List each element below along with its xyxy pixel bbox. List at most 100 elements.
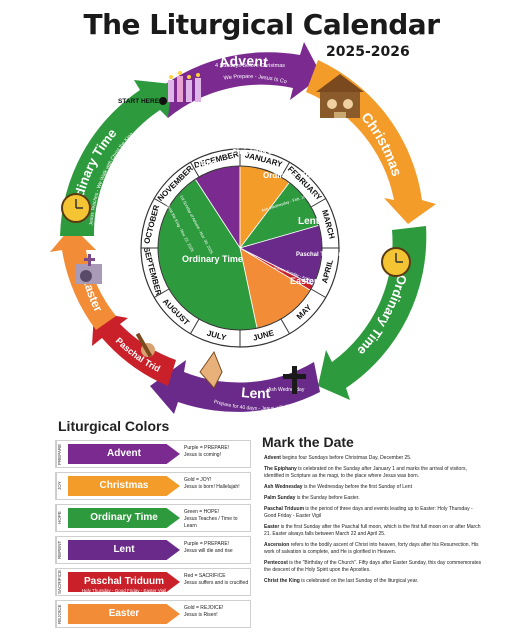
legend-color-note: Jesus is born! Hallelujah! bbox=[184, 484, 240, 490]
legend-color-note: Jesus suffers and is crucified bbox=[184, 580, 249, 586]
legend-side-word: REPENT bbox=[56, 537, 68, 563]
date-entry-term: Easter bbox=[264, 524, 280, 530]
date-entry: The Epiphany is celebrated on the Sunday… bbox=[264, 466, 484, 480]
month-divider bbox=[280, 162, 290, 178]
slice-label-christmas: Christmas & Epiphany bbox=[232, 149, 307, 156]
date-entry: Ascension refers to the bodily ascent of… bbox=[264, 542, 484, 556]
legend-season-name: Christmas bbox=[99, 480, 149, 491]
month-divider bbox=[310, 288, 326, 298]
legend-season-name: Paschal Triduum bbox=[83, 576, 165, 587]
legend-season-name: Easter bbox=[108, 608, 140, 619]
cross-icon bbox=[283, 366, 306, 394]
legend-row-ordinary-time: HOPE Ordinary Time Green = HOPE!Jesus Teac… bbox=[55, 504, 251, 532]
date-entry-text: is the "Birthday of the Church". Fifty d… bbox=[264, 560, 482, 573]
slice-label-advent: Advent bbox=[198, 159, 225, 168]
month-divider bbox=[154, 288, 170, 298]
legend-color-band: Christmas bbox=[68, 476, 180, 496]
mark-the-date-title: Mark the Date bbox=[262, 434, 354, 450]
date-entry: Ash Wednesday is the Wednesday before th… bbox=[264, 484, 484, 491]
date-entry-term: Advent bbox=[264, 455, 281, 461]
date-entry-text: is the period of three days and events l… bbox=[264, 506, 473, 519]
date-entry: Christ the King is celebrated on the las… bbox=[264, 578, 484, 585]
legend-season-name: Ordinary Time bbox=[90, 512, 158, 523]
legend-side-word: PREPARE bbox=[56, 441, 68, 467]
date-entry-text: is celebrated on the last Sunday of the … bbox=[301, 578, 419, 584]
date-entry-text: is the first Sunday after the Paschal fu… bbox=[264, 524, 481, 537]
start-here-label: START HERE bbox=[118, 98, 160, 105]
date-entry-text: is the Sunday before Easter. bbox=[296, 495, 360, 501]
month-divider bbox=[310, 198, 326, 208]
legend-row-easter: REJOICE Easter Gold = REJOICE!Jesus is Ris… bbox=[55, 600, 251, 628]
legend-color-meaning: Gold = REJOICE! bbox=[184, 605, 224, 611]
legend-color-meaning: Gold = JOY! bbox=[184, 477, 212, 483]
legend-side-word: REJOICE bbox=[56, 601, 68, 627]
svg-text:Lent: Lent bbox=[241, 384, 271, 401]
date-entry-term: Paschal Triduum bbox=[264, 506, 305, 512]
clock-icon bbox=[61, 193, 91, 223]
date-entry: Palm Sunday is the Sunday before Easter. bbox=[264, 495, 484, 502]
ring-label-lent: Lent bbox=[241, 384, 271, 401]
date-entry-text: refers to the bodily ascent of Christ in… bbox=[264, 542, 479, 555]
legend-color-band: Advent bbox=[68, 444, 180, 464]
legend-description: Purple = PREPARE!Jesus is coming! bbox=[184, 445, 250, 459]
legend-row-christmas: JOY Christmas Gold = JOY!Jesus is born! Ha… bbox=[55, 472, 251, 500]
liturgical-wheel: Advent We Prepare - Jesus Is Coming! 4 S… bbox=[50, 42, 436, 414]
ring-top-advent: 4 Sundays Before Christmas bbox=[215, 63, 285, 69]
legend-color-note: Jesus is Risen! bbox=[184, 612, 218, 618]
legend-color-note: Jesus is coming! bbox=[184, 452, 221, 458]
legend-side-word: JOY bbox=[56, 473, 68, 499]
date-entry-text: is celebrated on the Sunday after Januar… bbox=[264, 466, 467, 479]
legend-color-band: Ordinary Time bbox=[68, 508, 180, 528]
start-here-dot bbox=[159, 97, 167, 105]
legend-color-band: Easter bbox=[68, 604, 180, 624]
legend-color-meaning: Green = HOPE! bbox=[184, 509, 220, 515]
legend-description: Purple = PREPARE!Jesus will die and rise bbox=[184, 541, 250, 555]
legend-color-note: Jesus will die and rise bbox=[184, 548, 233, 554]
legend-description: Gold = JOY!Jesus is born! Hallelujah! bbox=[184, 477, 250, 491]
slice-label-ordinary-time: Ordinary Time bbox=[182, 254, 243, 264]
legend-side-word: SACRIFICE bbox=[56, 569, 68, 595]
advent-candles-icon bbox=[168, 71, 201, 102]
slice-label-easter: Easter bbox=[290, 276, 318, 286]
month-divider bbox=[154, 198, 170, 208]
slice-label-lent: Lent bbox=[298, 216, 320, 227]
month-divider bbox=[190, 162, 200, 178]
praying-hands-icon bbox=[199, 350, 223, 389]
date-entry-term: Ash Wednesday bbox=[264, 484, 303, 490]
legend-description: Gold = REJOICE!Jesus is Risen! bbox=[184, 605, 250, 619]
ring-arrow-lent bbox=[150, 360, 320, 414]
slice-label-paschal-triduum: Paschal Triduum bbox=[296, 252, 344, 258]
date-entry-text: begins four Sundays before Christmas Day… bbox=[282, 455, 412, 461]
date-entry: Advent begins four Sundays before Christ… bbox=[264, 455, 484, 462]
date-entry-text: is the Wednesday before the first Sunday… bbox=[303, 484, 412, 490]
legend-color-note: Jesus Teaches / Time to Learn bbox=[184, 516, 238, 529]
date-entry-term: The Epiphany bbox=[264, 466, 297, 472]
jesus-carrying-cross-icon bbox=[135, 332, 155, 358]
date-entry-term: Christ the King bbox=[264, 578, 300, 584]
year-range: 2025-2026 bbox=[326, 44, 410, 60]
legend-color-meaning: Red = SACRIFICE bbox=[184, 573, 226, 579]
legend-color-band: Lent bbox=[68, 540, 180, 560]
date-entry: Easter is the first Sunday after the Pas… bbox=[264, 524, 484, 538]
ring-sub2-lent: Ash Wednesday bbox=[268, 387, 305, 393]
ring-label-advent: Advent bbox=[218, 52, 269, 70]
legend-row-lent: REPENT Lent Purple = PREPARE!Jesus will di… bbox=[55, 536, 251, 564]
ring-arrow-advent bbox=[150, 42, 322, 118]
legend-season-name: Lent bbox=[113, 544, 135, 555]
month-divider bbox=[280, 318, 290, 334]
date-entry-term: Ascension bbox=[264, 542, 290, 548]
legend-side-word: HOPE bbox=[56, 505, 68, 531]
legend-description: Green = HOPE!Jesus Teaches / Time to Lea… bbox=[184, 509, 250, 530]
page-title: The Liturgical Calendar bbox=[83, 8, 440, 41]
ring-arrow-ordinary-time-fall bbox=[60, 80, 172, 236]
date-entry: Paschal Triduum is the period of three d… bbox=[264, 506, 484, 520]
liturgical-colors-title: Liturgical Colors bbox=[58, 418, 170, 434]
legend-season-sub: Holy Thursday - Good Friday - Easter Vig… bbox=[81, 588, 167, 593]
ring-arrow-paschal-triduum bbox=[92, 312, 176, 386]
date-entry: Pentecost is the "Birthday of the Church… bbox=[264, 560, 484, 574]
legend-color-meaning: Purple = PREPARE! bbox=[184, 445, 230, 451]
